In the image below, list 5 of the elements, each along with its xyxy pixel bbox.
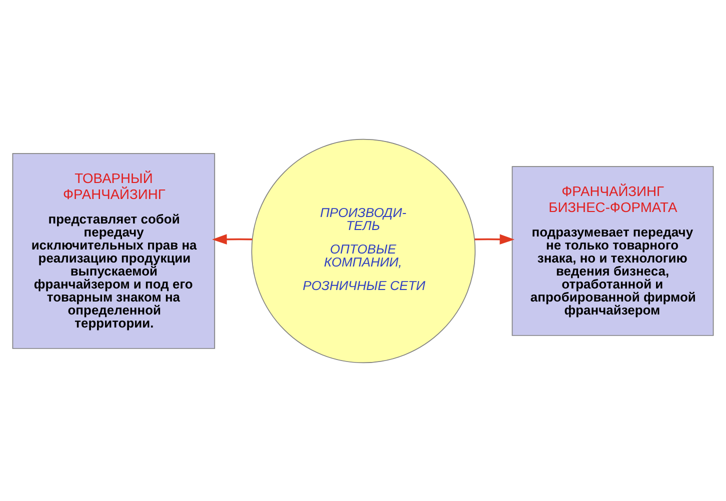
arrow — [474, 234, 514, 244]
node-box: ФРАНЧАЙЗИНГ БИЗНЕС-ФОРМАТА подразумевает передачу не только товарного знака, но и технологию ведения бизнеса, отработанной и апробированной фирмой франчайзером — [512, 166, 714, 336]
node-box: ТОВАРНЫЙ ФРАНЧАЙЗИНГ представляет собой передачу исключительных прав на реализацию продукции выпускаемой франчайзером и под его товарным знаком на определенной территории. — [12, 152, 216, 348]
arrow — [212, 234, 252, 244]
node-circle: ПРОИЗВОДИ- ТЕЛЬ ОПТОВЫЕ КОМПАНИИ, РОЗНИЧНЫЕ СЕТИ — [251, 138, 476, 363]
